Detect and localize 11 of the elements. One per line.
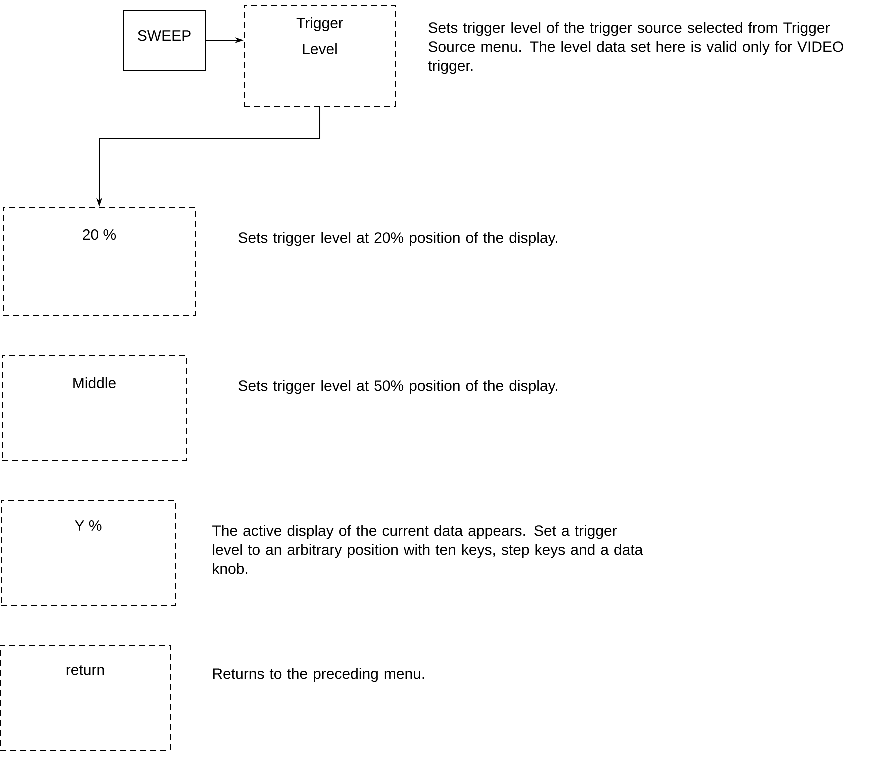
menu-box: Middle [2,354,187,461]
menu-box: Y % [1,500,176,606]
key-box: SWEEP [123,10,206,71]
description-text: Sets trigger level of the trigger source selected from Trigger Source menu. The level data set here is valid only for VIDEO trigger. [428,22,844,74]
description-text: Returns to the preceding menu. [213,668,424,682]
description-text: Sets trigger level at 20% position of the display. [238,232,558,246]
description-text: The active display of the current data appears. Set a trigger level to an arbitrary position with ten keys, step keys and a data knob. [212,525,644,574]
description-text: Sets trigger level at 50% position of the display. [238,380,558,394]
menu-box: Trigger Level [244,5,396,107]
menu-box: 20 % [3,206,196,316]
menu-box: return [0,644,171,751]
